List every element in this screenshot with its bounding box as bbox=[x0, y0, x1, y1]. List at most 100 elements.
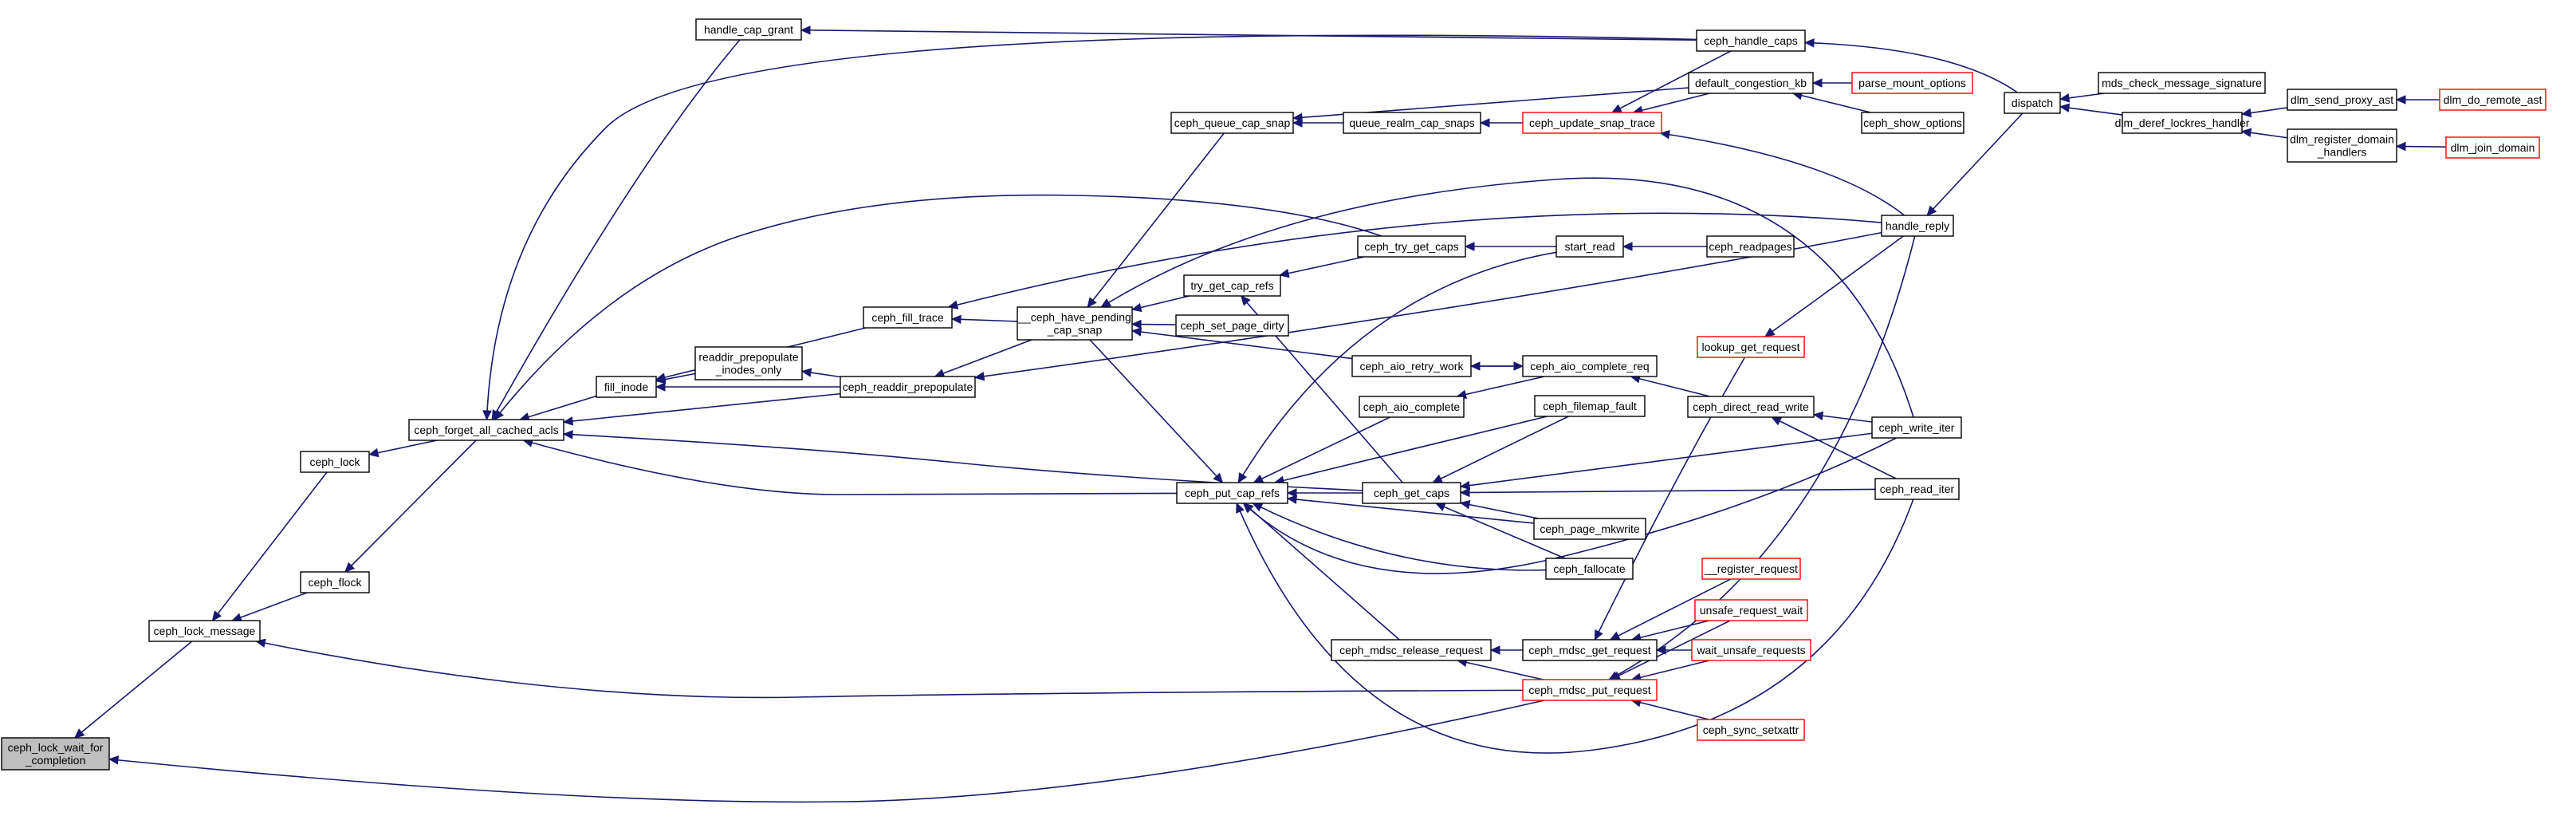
node-readdir-prepopulate-inodes-only[interactable]: readdir_prepopulate_inodes_only bbox=[694, 346, 803, 380]
node-box bbox=[1362, 482, 1461, 504]
node-ceph-write-iter[interactable]: ceph_write_iter bbox=[1871, 416, 1962, 439]
node-label: ceph_mdsc_release_request bbox=[1339, 644, 1483, 656]
node-ceph-readpages[interactable]: ceph_readpages bbox=[1706, 235, 1795, 258]
node-ceph-readdir-prepopulate[interactable]: ceph_readdir_prepopulate bbox=[840, 376, 976, 398]
arrowhead bbox=[1253, 474, 1264, 483]
node-box bbox=[840, 376, 976, 398]
node-label: wait_unsafe_requests bbox=[1696, 644, 1805, 656]
node-ceph-update-snap-trace[interactable]: ceph_update_snap_trace bbox=[1522, 112, 1662, 134]
node-ceph-page-mkwrite[interactable]: ceph_page_mkwrite bbox=[1533, 518, 1646, 540]
call-edge bbox=[1087, 132, 1225, 308]
node-handle-reply[interactable]: handle_reply bbox=[1881, 215, 1954, 237]
arrowhead bbox=[2395, 141, 2406, 152]
node-mds-check-message-signature[interactable]: mds_check_message_signature bbox=[2098, 72, 2266, 94]
arrowhead bbox=[2395, 95, 2406, 104]
node-ceph-mdsc-put-request[interactable]: ceph_mdsc_put_request bbox=[1522, 679, 1658, 701]
node-dlm-register-domain-handlers[interactable]: dlm_register_domain_handlers bbox=[2287, 128, 2397, 163]
node-parse-mount-options[interactable]: parse_mount_options bbox=[1851, 72, 1973, 94]
node-box bbox=[1175, 314, 1289, 337]
node-ceph-aio-complete-req[interactable]: ceph_aio_complete_req bbox=[1522, 355, 1658, 377]
node-ceph-lock-wait-for-completion[interactable]: ceph_lock_wait_for_completion bbox=[1, 737, 110, 771]
node-default-congestion-kb[interactable]: default_congestion_kb bbox=[1688, 72, 1814, 94]
node-ceph-flock[interactable]: ceph_flock bbox=[300, 571, 370, 593]
node-lookup-get-request[interactable]: lookup_get_request bbox=[1697, 336, 1805, 358]
node-fill-inode[interactable]: fill_inode bbox=[596, 376, 657, 398]
node-wait-unsafe-requests[interactable]: wait_unsafe_requests bbox=[1691, 639, 1811, 661]
node-dlm-do-remote-ast[interactable]: dlm_do_remote_ast bbox=[2439, 89, 2547, 111]
node-label: readdir_prepopulate bbox=[698, 351, 799, 364]
node-ceph-handle-caps[interactable]: ceph_handle_caps bbox=[1696, 30, 1806, 52]
arrowhead bbox=[1237, 472, 1248, 484]
arrowhead bbox=[800, 368, 812, 377]
call-edge bbox=[344, 440, 477, 573]
node-label: ceph_read_iter bbox=[1880, 483, 1955, 495]
node-label: try_get_cap_refs bbox=[1190, 279, 1273, 292]
node-ceph-lock-message[interactable]: ceph_lock_message bbox=[148, 620, 261, 642]
call-edge bbox=[1631, 700, 1709, 720]
node-try-get-cap-refs[interactable]: try_get_cap_refs bbox=[1183, 274, 1281, 297]
node-box bbox=[1691, 639, 1811, 661]
node-ceph-mdsc-release-request[interactable]: ceph_mdsc_release_request bbox=[1331, 639, 1492, 661]
arrowhead bbox=[1100, 298, 1112, 308]
node-ceph-get-caps[interactable]: ceph_get_caps bbox=[1362, 482, 1461, 504]
arrowhead bbox=[1513, 361, 1524, 371]
arrowhead bbox=[1764, 327, 1776, 337]
node-ceph-read-iter[interactable]: ceph_read_iter bbox=[1874, 478, 1960, 500]
node-ceph-mdsc-get-request[interactable]: ceph_mdsc_get_request bbox=[1522, 639, 1658, 661]
node-ceph-filemap-fault[interactable]: ceph_filemap_fault bbox=[1534, 395, 1646, 417]
node-box bbox=[1687, 396, 1815, 418]
node-ceph-have-pending-cap-snap[interactable]: __ceph_have_pending_cap_snap bbox=[1017, 306, 1133, 341]
call-edge bbox=[1610, 620, 1731, 680]
node-ceph-direct-read-write[interactable]: ceph_direct_read_write bbox=[1687, 396, 1815, 418]
node-dlm-deref-lockres-handler[interactable]: dlm_deref_lockres_handler bbox=[2115, 112, 2250, 134]
node-ceph-put-cap-refs[interactable]: ceph_put_cap_refs bbox=[1176, 482, 1288, 504]
call-edge bbox=[1660, 132, 1905, 216]
node-ceph-aio-complete[interactable]: ceph_aio_complete bbox=[1359, 396, 1465, 418]
node-box bbox=[148, 620, 261, 642]
node-label: dlm_do_remote_ast bbox=[2444, 93, 2543, 106]
node-ceph-aio-retry-work[interactable]: ceph_aio_retry_work bbox=[1351, 355, 1472, 377]
call-edge bbox=[1764, 235, 1904, 337]
node-ceph-show-options[interactable]: ceph_show_options bbox=[1861, 112, 1964, 134]
call-edge bbox=[1131, 329, 1353, 360]
node-queue-realm-cap-snaps[interactable]: queue_realm_cap_snaps bbox=[1343, 112, 1481, 134]
call-edge bbox=[1435, 503, 1566, 559]
node-ceph-fill-trace[interactable]: ceph_fill_trace bbox=[863, 306, 953, 329]
node-ceph-lock[interactable]: ceph_lock bbox=[300, 451, 370, 473]
node-dlm-join-domain[interactable]: dlm_join_domain bbox=[2445, 136, 2540, 159]
arrowhead bbox=[1131, 319, 1142, 329]
node-unsafe-request-wait[interactable]: unsafe_request_wait bbox=[1694, 599, 1808, 621]
node-dlm-send-proxy-ast[interactable]: dlm_send_proxy_ast bbox=[2287, 89, 2397, 111]
call-edge bbox=[520, 395, 597, 420]
node-start-read[interactable]: start_read bbox=[1555, 235, 1624, 258]
call-edge bbox=[1280, 256, 1364, 276]
node-label: ceph_readpages bbox=[1709, 240, 1791, 253]
call-edge bbox=[563, 392, 841, 423]
arrowhead bbox=[344, 562, 356, 573]
arrowhead bbox=[2059, 103, 2071, 112]
call-edge bbox=[1253, 416, 1390, 483]
arrowhead bbox=[1611, 104, 1622, 113]
call-edge bbox=[1243, 503, 1400, 641]
call-edge bbox=[491, 39, 741, 420]
node-ceph-forget-all-cached-acls[interactable]: ceph_forget_all_cached_acls bbox=[408, 419, 564, 441]
node-box bbox=[2098, 72, 2266, 94]
call-edge bbox=[1131, 295, 1190, 310]
node-handle-cap-grant[interactable]: handle_cap_grant bbox=[695, 18, 802, 41]
node-ceph-sync-setxattr[interactable]: ceph_sync_setxattr bbox=[1697, 719, 1805, 741]
node-ceph-fallocate[interactable]: ceph_fallocate bbox=[1545, 558, 1634, 580]
node-dispatch[interactable]: dispatch bbox=[2004, 92, 2061, 114]
node-register-request[interactable]: __register_request bbox=[1701, 558, 1801, 580]
call-edge bbox=[951, 318, 1018, 322]
arrowhead bbox=[1292, 112, 1303, 122]
node-ceph-queue-cap-snap[interactable]: ceph_queue_cap_snap bbox=[1170, 112, 1294, 134]
node-ceph-set-page-dirty[interactable]: ceph_set_page_dirty bbox=[1175, 314, 1289, 337]
node-box bbox=[695, 18, 802, 41]
call-edge bbox=[211, 471, 328, 621]
call-edge bbox=[1804, 41, 2018, 93]
node-label: ceph_fill_trace bbox=[871, 311, 943, 324]
node-box bbox=[408, 419, 564, 441]
node-ceph-try-get-caps[interactable]: ceph_try_get_caps bbox=[1357, 235, 1466, 258]
node-label: default_congestion_kb bbox=[1695, 77, 1807, 89]
